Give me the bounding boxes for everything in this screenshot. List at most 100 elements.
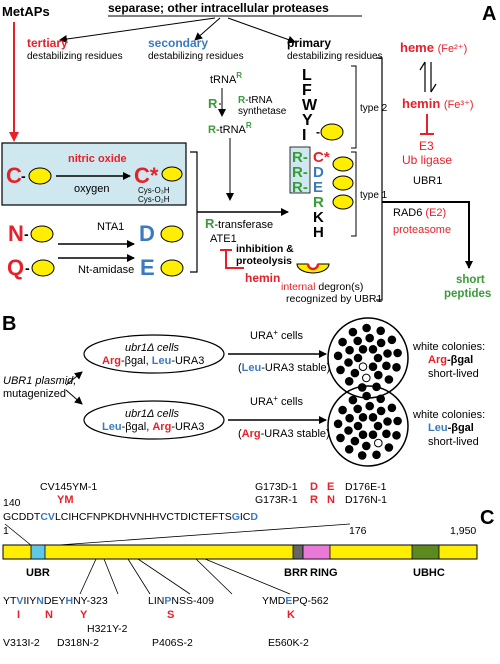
mutation-ym: YM xyxy=(57,494,74,506)
sub-s: S xyxy=(167,609,174,621)
colony xyxy=(365,333,375,343)
petri-dish-2 xyxy=(327,385,409,467)
metaps-label: MetAPs xyxy=(2,4,50,19)
colony xyxy=(358,345,368,354)
colony xyxy=(344,445,354,454)
colony xyxy=(383,417,392,426)
colony xyxy=(376,326,386,336)
reporter-result-1: Arg-βgal xyxy=(428,354,473,366)
white-colonies-1: white colonies: xyxy=(412,341,485,353)
panel-a-letter: A xyxy=(482,3,496,25)
arrow-to-tertiary xyxy=(59,17,216,43)
glu-residue: E xyxy=(140,255,155,280)
type1-residue: R xyxy=(313,194,324,211)
type2-residue: L xyxy=(302,67,312,84)
ubhc-domain-label: UBHC xyxy=(413,567,445,579)
protein-oval xyxy=(332,156,354,172)
plasmid-label-1: UBR1 plasmid, xyxy=(3,375,76,387)
redox-arrows xyxy=(419,61,437,93)
gln-dash: - xyxy=(25,260,30,276)
plasmid-arrow-down xyxy=(65,389,83,405)
colony xyxy=(383,349,392,358)
e3-label: E3 xyxy=(419,139,434,153)
ring-domain xyxy=(302,544,331,560)
asp-residue: D xyxy=(139,221,155,246)
ura-stable-1: (Leu-URA3 stable) xyxy=(238,362,330,374)
connector-line xyxy=(79,558,97,595)
sub-k: K xyxy=(287,609,295,621)
colony xyxy=(338,337,347,347)
short-lived-2: short-lived xyxy=(428,436,479,448)
ubhc-domain xyxy=(411,544,440,560)
nt-amidase-label: Nt-amidase xyxy=(78,264,134,276)
colony xyxy=(362,441,371,451)
colony xyxy=(338,405,347,415)
type1-residue: H xyxy=(313,224,324,241)
type1-arg-residue: R- xyxy=(292,164,308,181)
type1-arg-residue: R- xyxy=(292,179,308,196)
protein-oval xyxy=(161,166,183,182)
mut-d: D xyxy=(310,481,318,493)
colony xyxy=(350,368,360,378)
colony xyxy=(336,433,345,443)
protein-oval xyxy=(30,225,54,243)
label-p406s: P406S-2 xyxy=(152,637,193,649)
type2-residue: I xyxy=(302,127,306,144)
colony xyxy=(384,443,394,452)
colony xyxy=(368,430,378,440)
asn-residue: N xyxy=(8,221,24,246)
colony xyxy=(376,406,386,416)
trna-label: tRNAR xyxy=(210,71,242,86)
ring-domain-label: RING xyxy=(310,567,338,579)
nta1-label: NTA1 xyxy=(97,221,124,233)
colony xyxy=(353,404,363,414)
type1-bracket xyxy=(351,151,357,237)
secondary-bracket xyxy=(190,151,198,273)
ura-label-1: URA+ cells xyxy=(250,328,303,342)
oxygen-label: oxygen xyxy=(74,183,109,195)
protein-oval xyxy=(320,123,344,141)
colony xyxy=(368,362,378,372)
colony xyxy=(384,375,394,384)
mut-r: R xyxy=(310,494,318,506)
pos-1: 1 xyxy=(3,525,9,537)
type2-dash: - xyxy=(316,125,320,139)
type2-residue: W xyxy=(302,97,318,114)
short-peptides-label-1: short xyxy=(456,274,485,286)
colony xyxy=(362,391,371,401)
brr-domain xyxy=(292,544,304,560)
protein-oval xyxy=(332,175,354,191)
colonies-1 xyxy=(333,323,402,392)
colony xyxy=(344,358,353,367)
cys-star-residue: C* xyxy=(134,163,159,188)
colony xyxy=(368,345,378,354)
cells-oval-2 xyxy=(83,400,225,440)
hemin-inhibition xyxy=(225,250,244,269)
type1-box xyxy=(289,146,311,194)
colonies-2 xyxy=(333,391,402,460)
pos-1950: 1,950 xyxy=(450,525,476,537)
tertiary-sub: destabilizing residues xyxy=(27,51,123,62)
type2-label: type 2 xyxy=(360,103,388,114)
nitric-oxide-label: nitric oxide xyxy=(68,153,127,165)
primary-sub: destabilizing residues xyxy=(287,51,383,62)
cells-label-2: ubr1Δ cells xyxy=(125,408,180,420)
gln-residue: Q xyxy=(7,255,24,280)
mut-n: N xyxy=(327,494,335,506)
short-lived-1: short-lived xyxy=(428,368,479,380)
pos-176: 176 xyxy=(349,525,367,537)
degron-mark xyxy=(306,263,320,271)
colony xyxy=(382,429,391,439)
colony xyxy=(348,327,358,337)
primary-label: primary xyxy=(287,36,331,50)
protein-oval xyxy=(160,225,184,243)
colony xyxy=(350,436,360,446)
arg-label: R xyxy=(208,96,218,111)
cys-residue: C xyxy=(6,163,22,188)
connector-line xyxy=(137,558,191,595)
colony xyxy=(344,377,354,386)
asn-dash: - xyxy=(24,226,29,242)
colony xyxy=(372,450,381,460)
colony xyxy=(365,401,375,411)
